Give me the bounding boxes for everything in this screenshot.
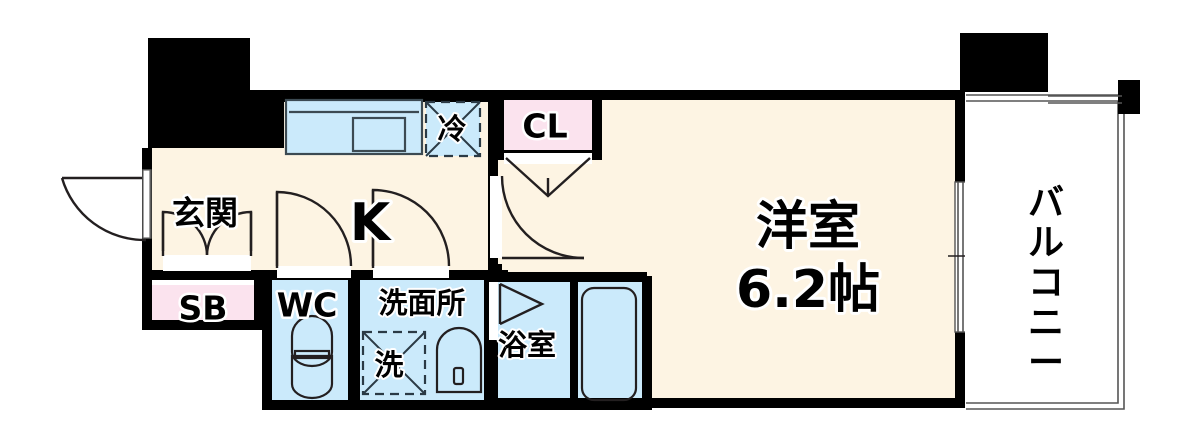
wall-closet-right	[592, 92, 602, 156]
balcony-post	[1118, 80, 1140, 114]
genkan-double-door	[161, 210, 253, 271]
room-label-balcony: バ ル コ ニ ー	[1025, 180, 1066, 386]
fixture-label-refrigerator: 冷	[437, 112, 466, 146]
wall-shoe-box-right	[254, 278, 264, 326]
room-label-shoe-box: SB	[179, 289, 228, 328]
room-fill-washroom	[360, 277, 488, 408]
wall-closet-left	[494, 92, 504, 156]
wall-main-room-bottom	[493, 398, 965, 408]
closet-folding-door	[504, 153, 592, 198]
wall-shoe-box-bottom	[142, 320, 272, 330]
balcony-char-1: ル	[1028, 223, 1064, 264]
wall-main-room-right-lower	[955, 330, 965, 408]
bathtub	[580, 286, 638, 402]
kitchen-sink-counter	[284, 98, 424, 156]
bathroom-folding-door	[489, 282, 545, 340]
wall-bathroom-top	[497, 272, 647, 282]
wall-bath-tub-divider	[570, 281, 578, 408]
room-area-main-room: 6.2帖	[736, 260, 880, 320]
balcony-char-3: ニ	[1028, 303, 1064, 344]
balcony-char-0: バ	[1028, 183, 1064, 224]
room-label-washroom: 洗面所	[378, 286, 465, 320]
toilet-fixture	[290, 314, 334, 400]
wc-door	[275, 190, 353, 278]
wall-genkan-bottom	[142, 270, 262, 280]
room-fill-shoe-box	[150, 285, 258, 325]
balcony-char-2: コ	[1028, 263, 1064, 304]
washroom-door	[371, 188, 451, 278]
wall-main-room-top	[493, 90, 963, 100]
balcony-outline	[965, 80, 1140, 410]
room-fill-closet	[500, 100, 596, 152]
room-label-closet: CL	[522, 107, 567, 146]
genkan-wall-slot	[142, 169, 151, 239]
wall-bathroom-right	[642, 276, 652, 408]
refrigerator-space	[424, 100, 482, 158]
balcony-char-4: ー	[1028, 343, 1064, 384]
wall-wet-core-bottom	[262, 400, 652, 410]
wall-between-wc-and-washroom	[348, 276, 360, 408]
room-label-kitchen: K	[350, 193, 392, 253]
room-label-bathroom: 浴室	[498, 328, 556, 362]
main-room-door	[490, 175, 585, 260]
wall-partition-kitchen-main	[488, 264, 502, 282]
room-label-main-room: 洋室	[756, 197, 860, 257]
wall-wet-core-left	[262, 270, 272, 410]
fixture-label-washing-machine: 洗	[374, 348, 403, 382]
room-label-genkan: 玄関	[172, 194, 238, 233]
wall-shoe-box-left	[142, 278, 152, 328]
room-fill-toilet	[272, 277, 352, 408]
wall-main-room-right-upper	[955, 90, 965, 185]
room-label-toilet: WC	[277, 286, 338, 325]
washing-machine-space	[361, 330, 427, 396]
washbasin-fixture	[435, 326, 483, 394]
